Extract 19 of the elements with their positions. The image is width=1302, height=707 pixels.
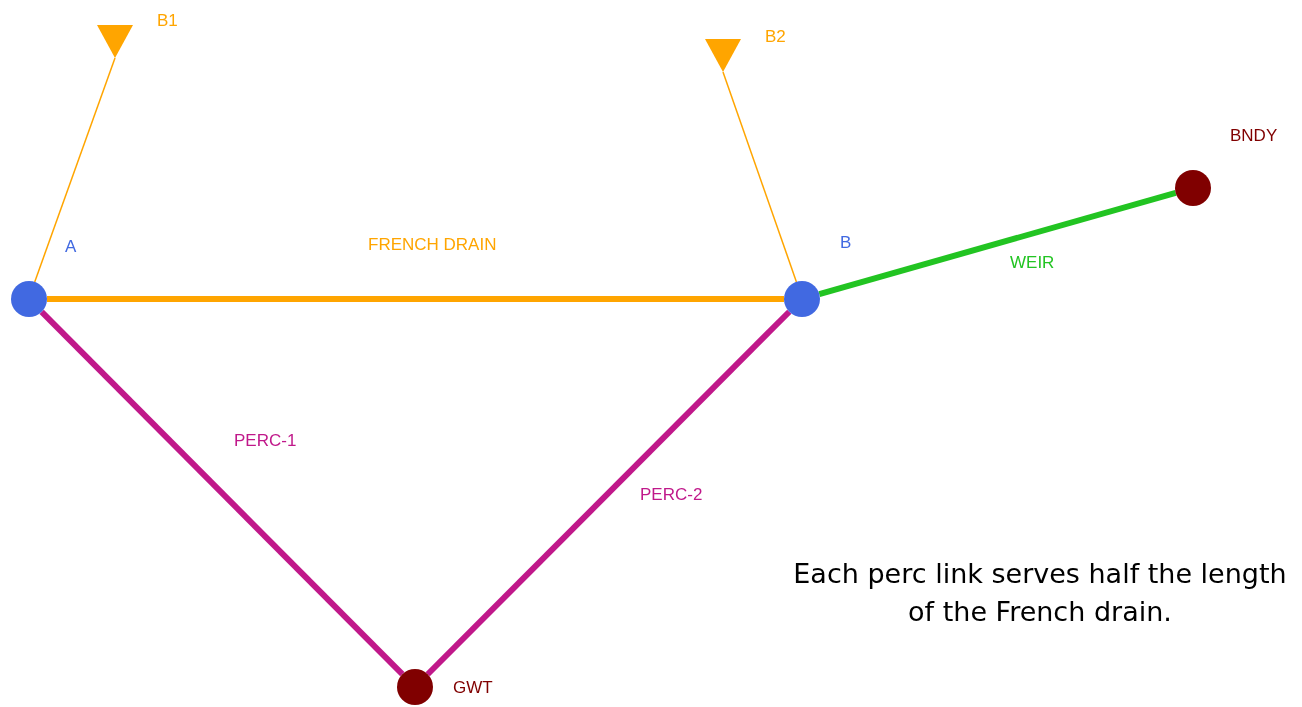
boundary-triangle — [705, 39, 741, 72]
node-label: BNDY — [1230, 127, 1278, 144]
junction-node — [397, 669, 433, 705]
link-line — [425, 309, 792, 677]
link-line — [47, 296, 784, 302]
junction-node — [784, 281, 820, 317]
node-label: GWT — [453, 679, 493, 696]
junction-node — [1175, 170, 1211, 206]
link-line — [33, 57, 116, 283]
node-label: A — [65, 238, 77, 255]
note-text: Each perc link serves half the length of the French drain. — [792, 557, 1288, 629]
link-line — [818, 190, 1177, 297]
node-label: B1 — [157, 12, 178, 29]
link-line — [722, 71, 798, 283]
node-label: B2 — [765, 28, 786, 45]
boundary-triangle — [97, 25, 133, 58]
node-label: B — [840, 234, 852, 251]
junction-node — [11, 281, 47, 317]
link-line — [39, 309, 405, 677]
